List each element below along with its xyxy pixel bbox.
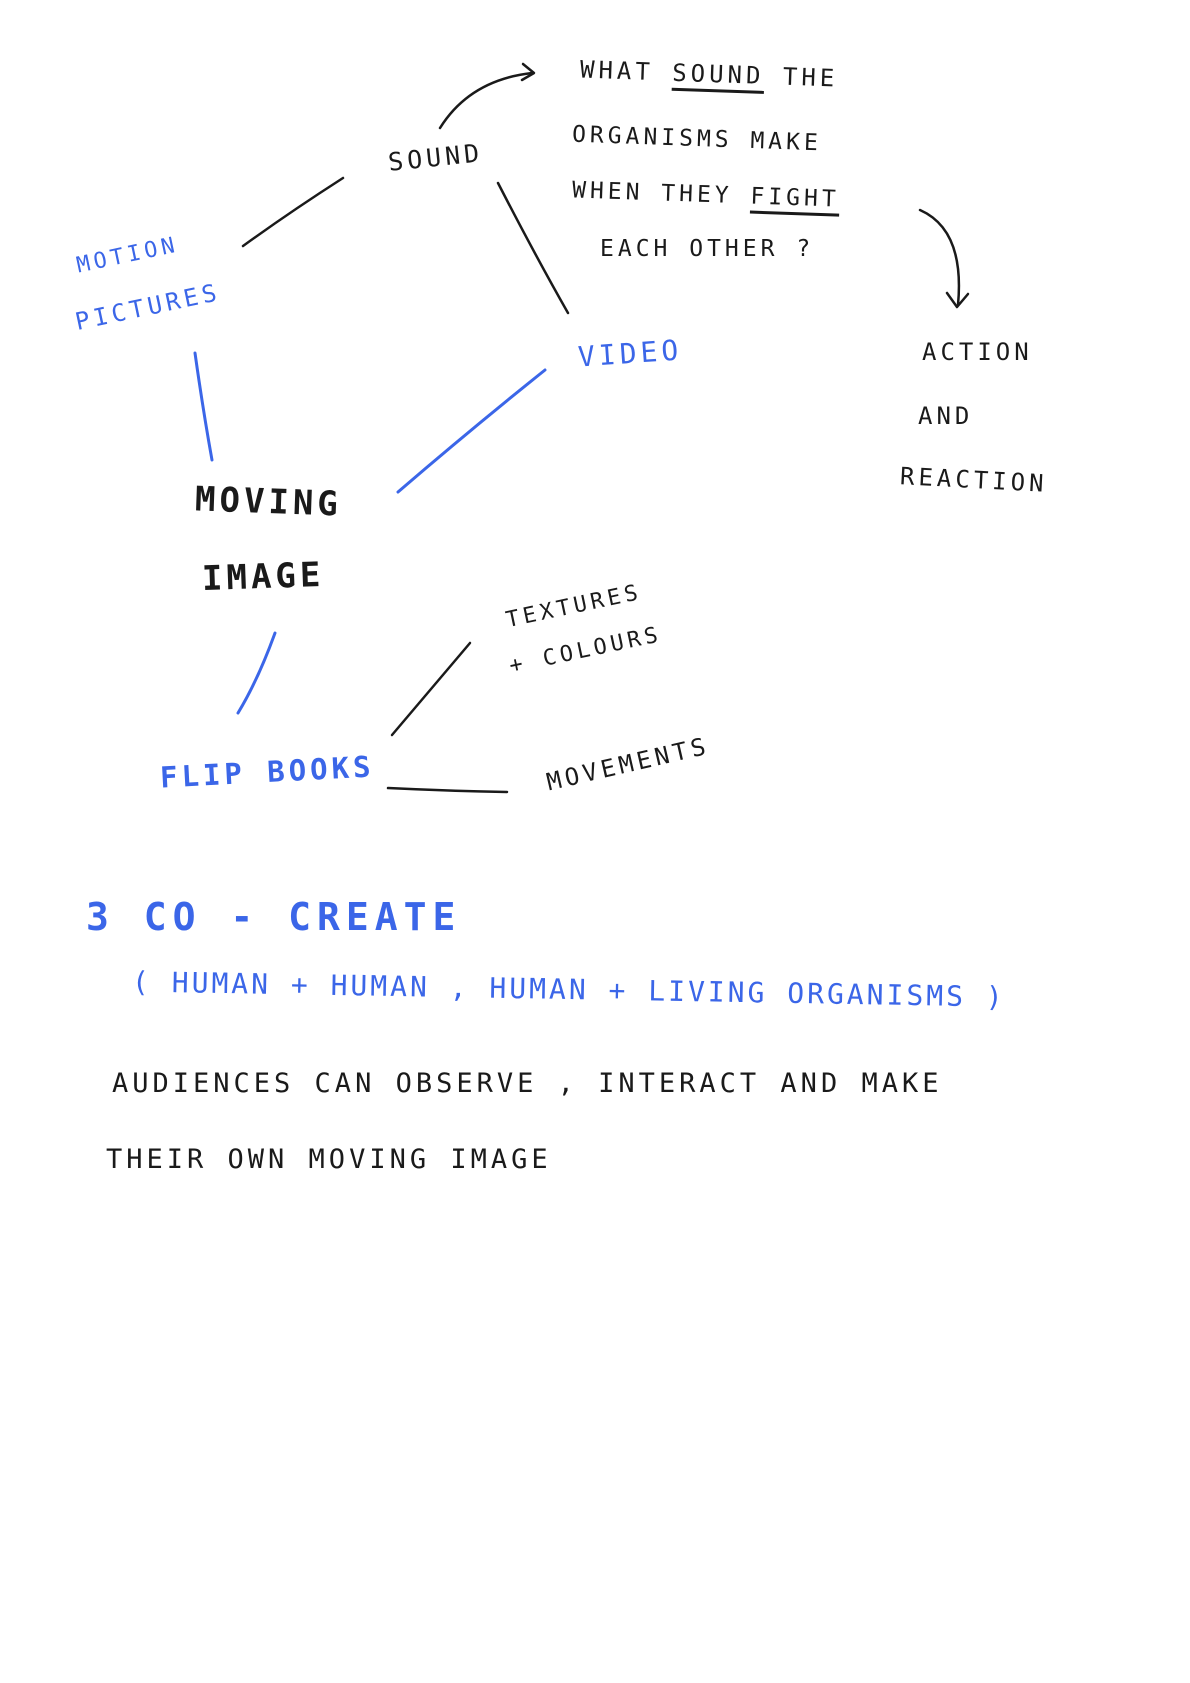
question-line4: EACH OTHER ?	[600, 236, 815, 262]
connector-moving-flip	[236, 631, 277, 715]
co-create-title: 3 CO - CREATE	[86, 895, 462, 939]
question-line1-suffix: THE	[763, 61, 839, 93]
node-video: VIDEO	[576, 333, 684, 374]
outcome-line3: REACTION	[899, 462, 1049, 498]
connector-motion-moving	[193, 351, 214, 462]
node-moving-image-line2: IMAGE	[201, 554, 326, 600]
node-moving-image-line1: MOVING	[194, 479, 343, 525]
question-line1-prefix: WHAT	[579, 55, 673, 87]
arrow-sound-question	[438, 71, 534, 130]
arrowhead-outcome	[945, 291, 970, 309]
arrow-question-outcome	[918, 208, 961, 307]
connector-flip-movements	[386, 786, 509, 794]
arrowhead-question	[520, 62, 536, 82]
connector-video-moving	[396, 368, 547, 494]
co-create-body-line1: AUDIENCES CAN OBSERVE , INTERACT AND MAK…	[112, 1068, 943, 1099]
connector-motion-sound	[241, 176, 345, 248]
question-underlined-sound: SOUND	[671, 58, 765, 90]
question-underlined-fight: FIGHT	[750, 183, 841, 213]
connector-flip-textures	[390, 641, 472, 737]
outcome-line1: ACTION	[922, 338, 1033, 366]
outcome-line2: AND	[918, 402, 974, 430]
connector-sound-video	[496, 181, 570, 315]
co-create-body-line2: THEIR OWN MOVING IMAGE	[106, 1144, 552, 1175]
